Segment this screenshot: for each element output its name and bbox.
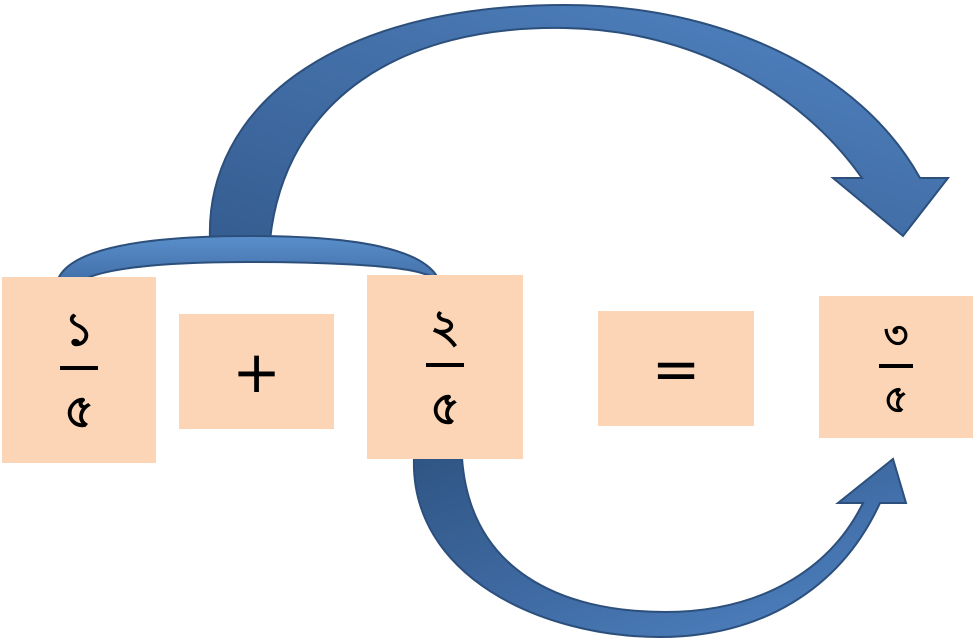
fraction-one-numerator: ১ <box>64 302 94 356</box>
fraction-two-denominator: ৫ <box>430 381 460 435</box>
plus-sign: + <box>232 337 281 406</box>
result-fraction: ৩ ৫ <box>819 296 973 438</box>
equals-sign: = <box>651 334 701 403</box>
fraction-one: ১ ৫ <box>2 277 156 463</box>
fraction-one-denominator: ৫ <box>64 384 94 438</box>
result-numerator: ৩ <box>883 313 909 357</box>
fraction-one-bar <box>60 366 98 370</box>
result-bar <box>879 364 913 368</box>
curved-arrow-top-icon <box>208 3 951 241</box>
fraction-two-numerator: ২ <box>430 299 460 353</box>
fraction-two: ২ ৫ <box>367 275 523 459</box>
plus-box: + <box>179 314 334 429</box>
result-denominator: ৫ <box>883 377 909 421</box>
curved-arrow-bottom-icon <box>412 457 908 639</box>
equals-box: = <box>598 311 754 426</box>
fraction-two-bar <box>426 363 464 367</box>
